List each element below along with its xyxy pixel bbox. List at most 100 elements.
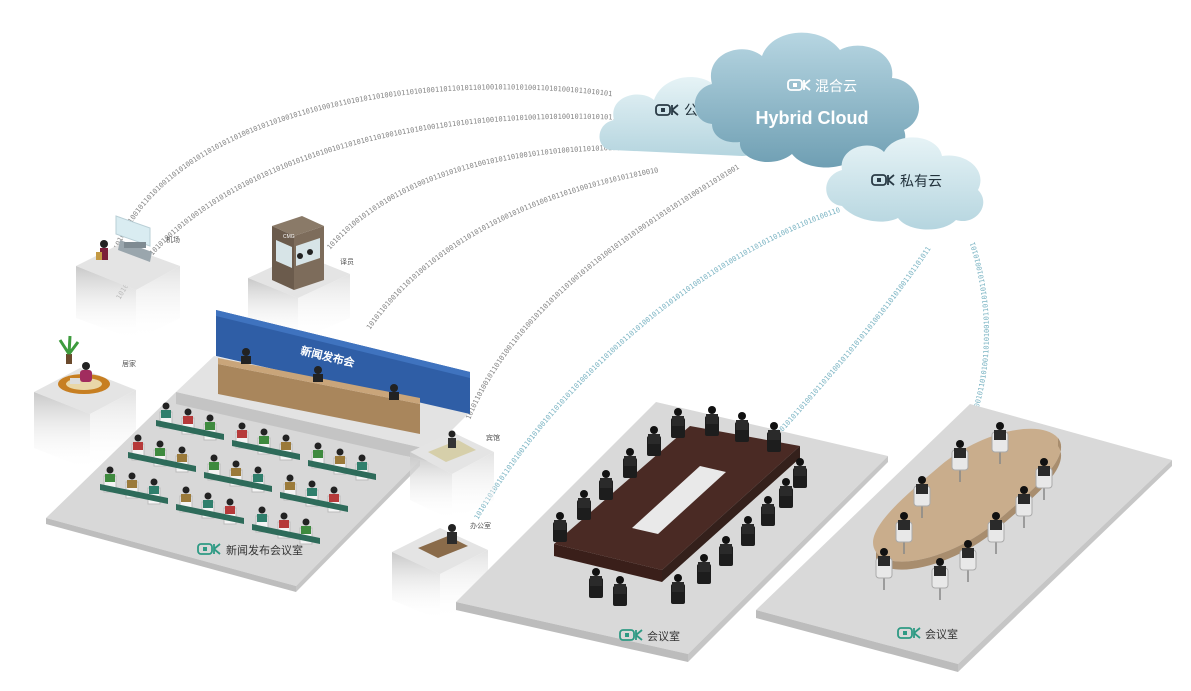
audience-desk — [204, 472, 272, 492]
audience-head — [282, 434, 290, 442]
audience-member — [259, 436, 269, 444]
olk-logo-icon — [655, 104, 679, 116]
booth-label: 译员 — [340, 258, 354, 266]
olk-logo-icon — [787, 79, 811, 91]
participant-head — [918, 476, 926, 484]
audience-member — [161, 410, 171, 418]
audience-member — [329, 494, 339, 502]
participant-head — [770, 422, 778, 430]
audience-head — [204, 492, 212, 500]
audience-head — [178, 446, 186, 454]
participant-head — [880, 548, 888, 556]
participant-head — [700, 554, 708, 562]
audience-member — [279, 520, 289, 528]
participant-head — [650, 426, 658, 434]
private-cloud-label: 私有云 — [900, 174, 942, 190]
audience-head — [232, 460, 240, 468]
room-2-participants — [875, 422, 1053, 600]
audience-desk — [232, 440, 300, 460]
audience-desk — [100, 484, 168, 504]
participant — [706, 414, 718, 424]
participant — [672, 582, 684, 592]
audience-head — [106, 466, 114, 474]
participant — [614, 584, 626, 594]
participant-head — [722, 536, 730, 544]
audience-member — [231, 468, 241, 476]
participant-head — [964, 540, 972, 548]
audience-head — [134, 434, 142, 442]
participant-head — [580, 490, 588, 498]
participant-head — [1020, 486, 1028, 494]
participant — [898, 520, 910, 530]
participant-head — [996, 422, 1004, 430]
meeting-room-1: 会议室 — [456, 402, 888, 662]
office-label: 办公室 — [470, 521, 491, 530]
participant-head — [674, 574, 682, 582]
participant — [720, 544, 732, 554]
audience-head — [260, 428, 268, 436]
audience-member — [307, 488, 317, 496]
audience-head — [206, 414, 214, 422]
audience-head — [330, 486, 338, 494]
audience-head — [226, 498, 234, 506]
participant-head — [796, 458, 804, 466]
hybrid-cloud-title: Hybrid Cloud — [756, 108, 869, 128]
participant-head — [708, 406, 716, 414]
audience-head — [358, 454, 366, 462]
hybrid-cloud: 混合云 Hybrid Cloud — [694, 32, 920, 168]
press-room: 新闻发布会 新闻发布会议室 — [46, 310, 470, 592]
participant-head — [936, 558, 944, 566]
airport-label: 机场 — [166, 235, 180, 244]
participant — [698, 562, 710, 572]
audience-head — [162, 402, 170, 410]
participant-head — [900, 512, 908, 520]
audience-member — [133, 442, 143, 450]
audience-head — [150, 478, 158, 486]
audience-head — [156, 440, 164, 448]
home-label: 居家 — [122, 359, 136, 368]
participant-head — [992, 512, 1000, 520]
participant — [768, 430, 780, 440]
participant-head — [556, 512, 564, 520]
audience-member — [225, 506, 235, 514]
audience-member — [181, 494, 191, 502]
audience-member — [285, 482, 295, 490]
room-1-participants — [553, 406, 807, 606]
meeting-room-2-label: 会议室 — [925, 627, 958, 641]
audience-desk — [128, 452, 196, 472]
audience-member — [301, 526, 311, 534]
audience-member — [105, 474, 115, 482]
participant-head — [602, 470, 610, 478]
audience-head — [286, 474, 294, 482]
audience-head — [314, 442, 322, 450]
participant-head — [674, 408, 682, 416]
audience-head — [308, 480, 316, 488]
audience-desk — [280, 492, 348, 512]
participant — [672, 416, 684, 426]
participant — [780, 486, 792, 496]
audience-member — [183, 416, 193, 424]
audience-desk — [308, 460, 376, 480]
participant-head — [764, 496, 772, 504]
participant-head — [626, 448, 634, 456]
hybrid-cloud-label: 混合云 — [815, 79, 857, 95]
binary-stream-text: 1010110100101101010011010100101101010110… — [0, 0, 629, 251]
audience-head — [128, 472, 136, 480]
audience-member — [155, 448, 165, 456]
audience-member — [205, 422, 215, 430]
participant — [1038, 466, 1050, 476]
audience-member — [313, 450, 323, 458]
participant — [934, 566, 946, 576]
audience-head — [336, 448, 344, 456]
audience-desk — [252, 524, 320, 544]
participant — [990, 520, 1002, 530]
participant — [916, 484, 928, 494]
participant — [954, 448, 966, 458]
audience-head — [182, 486, 190, 494]
audience-desk — [156, 420, 224, 440]
audience-member — [257, 514, 267, 522]
audience-member — [281, 442, 291, 450]
participant — [742, 524, 754, 534]
participant — [590, 576, 602, 586]
participant-head — [782, 478, 790, 486]
